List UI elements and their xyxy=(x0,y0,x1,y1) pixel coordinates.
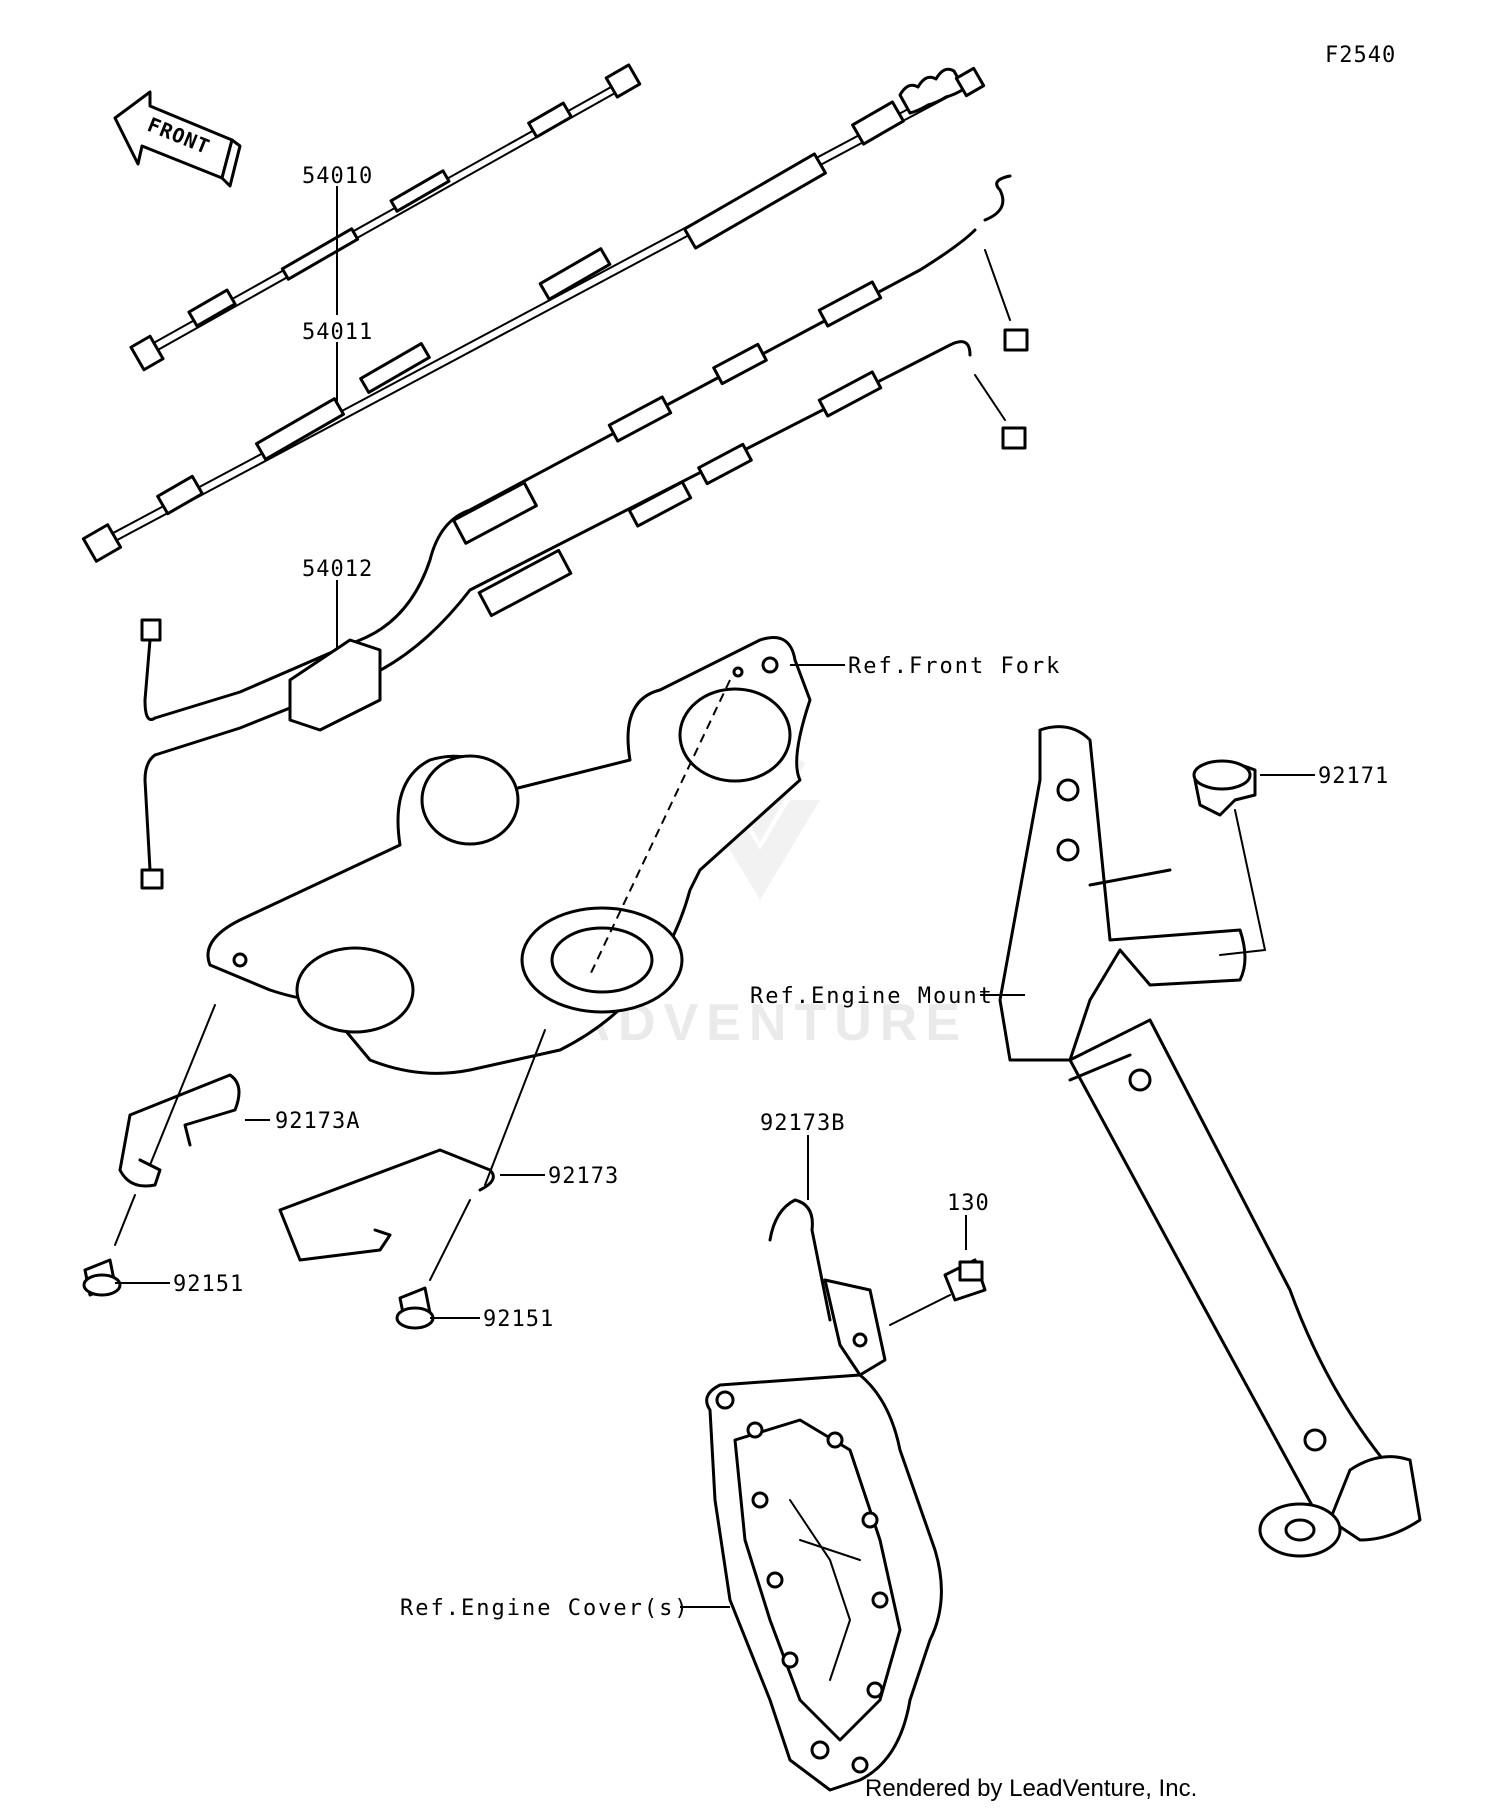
engine-cover xyxy=(705,1373,943,1792)
cable-54011 xyxy=(81,66,986,563)
bolt-92151-right xyxy=(395,1199,471,1330)
triple-clamp xyxy=(206,636,812,1075)
label-130: 130 xyxy=(947,1191,990,1216)
bolt-130 xyxy=(889,1258,987,1326)
engine-mount xyxy=(998,725,1422,1558)
bolt-92151-left xyxy=(82,1194,136,1297)
front-arrow-icon: FRONT xyxy=(113,90,242,188)
ref-engine-mount: Ref.Engine Mount xyxy=(750,984,994,1009)
label-92171: 92171 xyxy=(1318,764,1389,789)
label-92151-b: 92151 xyxy=(483,1307,554,1332)
label-92173: 92173 xyxy=(548,1164,619,1189)
cable-54010 xyxy=(129,63,642,372)
bracket-92173B xyxy=(768,1198,887,1377)
label-54010: 54010 xyxy=(302,164,373,189)
label-92151-a: 92151 xyxy=(173,1272,244,1297)
ref-front-fork: Ref.Front Fork xyxy=(848,654,1061,679)
label-92173B: 92173B xyxy=(760,1111,845,1136)
wire-clip-92173A xyxy=(118,1004,241,1188)
clamp-92171 xyxy=(1192,759,1315,956)
label-54012: 54012 xyxy=(302,557,373,582)
footer-credit: Rendered by LeadVenture, Inc. xyxy=(865,1775,1197,1802)
diagram-code: F2540 xyxy=(1325,43,1396,68)
label-54011: 54011 xyxy=(302,320,373,345)
ref-engine-cover: Ref.Engine Cover(s) xyxy=(400,1596,690,1621)
cable-54012 xyxy=(140,174,1029,890)
wire-clip-92173 xyxy=(278,1029,546,1262)
label-92173A: 92173A xyxy=(275,1109,360,1134)
